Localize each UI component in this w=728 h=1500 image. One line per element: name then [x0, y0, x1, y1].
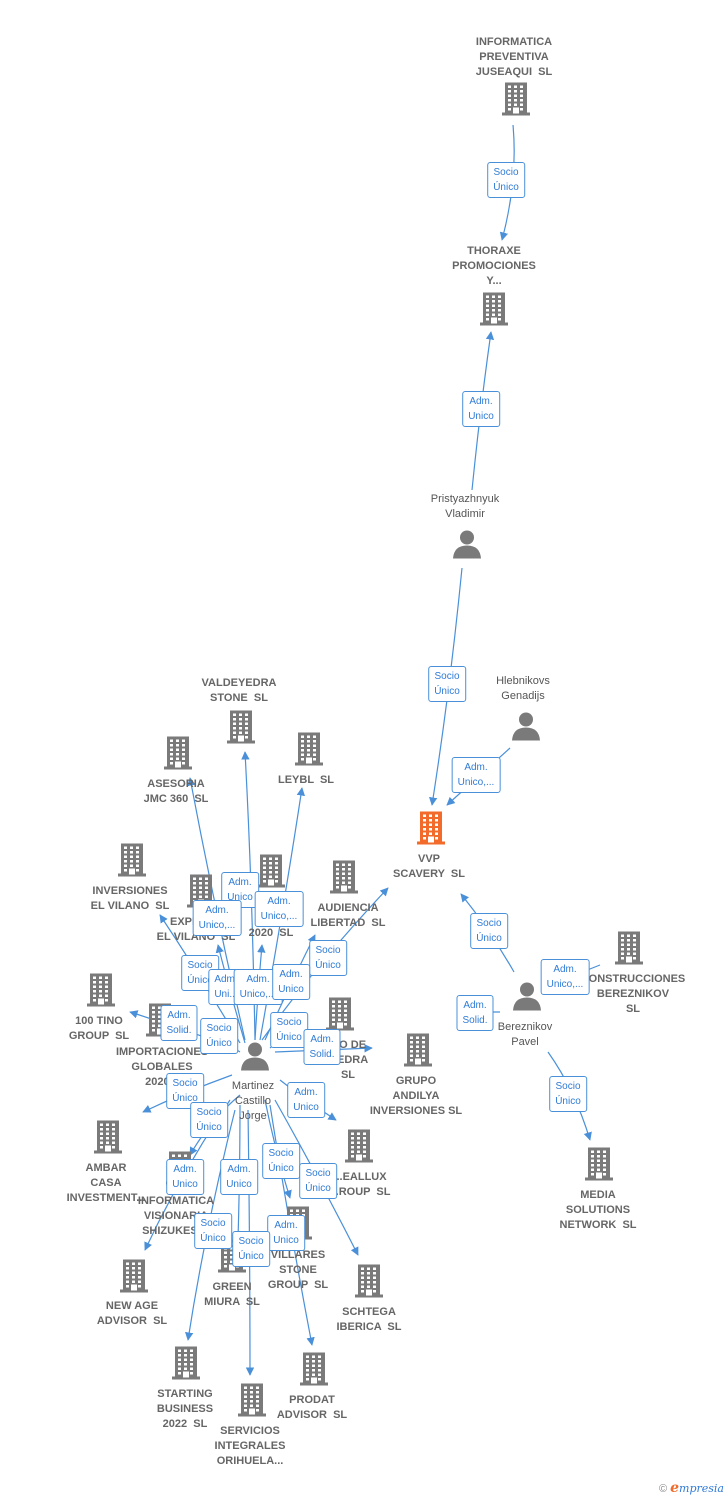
edge-relationship-label[interactable]: Socio Único [232, 1231, 270, 1267]
edge-relationship-label[interactable]: Socio Único [470, 913, 508, 949]
company-name-label[interactable]: SERVICIOS INTEGRALES ORIHUELA... [214, 1425, 286, 1467]
company-name-label[interactable]: ASESORIA JMC 360 SL [143, 778, 209, 805]
person-icon[interactable] [512, 981, 542, 1016]
company-building-icon[interactable] [614, 931, 644, 970]
person-icon[interactable] [240, 1041, 270, 1076]
company-building-icon[interactable] [329, 860, 359, 899]
company-name-label[interactable]: VALDEYEDRA STONE SL [201, 677, 277, 704]
company-name-label[interactable]: MEDIA SOLUTIONS NETWORK SL [559, 1189, 637, 1231]
person-name-label[interactable]: Martinez Castillo Jorge [231, 1080, 275, 1122]
edge-relationship-label[interactable]: Socio Único [549, 1076, 587, 1112]
edge-relationship-label[interactable]: Socio Único [194, 1213, 232, 1249]
company-name-label[interactable]: 2020 SL [248, 927, 294, 939]
company-name-label[interactable]: GRUPO ANDILYA INVERSIONES SL [369, 1075, 463, 1117]
company-name-label[interactable]: VVP SCAVERY SL [393, 853, 465, 880]
edge-relationship-label[interactable]: Adm. Unico [287, 1082, 325, 1118]
company-building-icon[interactable] [501, 82, 531, 121]
edge-relationship-label[interactable]: Adm. Unico [462, 391, 500, 427]
person-name-label[interactable]: Bereznikov Pavel [497, 1021, 553, 1048]
person-icon[interactable] [452, 529, 482, 564]
company-building-icon[interactable] [584, 1147, 614, 1186]
company-name-label[interactable]: INFORMATICA VISIONARIA SHIZUKESI... [137, 1195, 215, 1237]
edge-relationship-label[interactable]: Socio Único [262, 1143, 300, 1179]
edge-relationship-label[interactable]: Adm. Solid. [456, 995, 494, 1031]
company-name-label[interactable]: THORAXE PROMOCIONES Y... [452, 245, 536, 287]
company-building-icon[interactable] [403, 1033, 433, 1072]
edge-relationship-label[interactable]: Adm. Unico [272, 964, 310, 1000]
edge-relationship-label[interactable]: Adm. Unico [220, 1159, 258, 1195]
edge-relationship-label[interactable]: Socio Único [309, 940, 347, 976]
person-name-label[interactable]: Pristyazhnyuk Vladimir [430, 493, 500, 520]
edge-relationship-label[interactable]: Adm. Unico [166, 1159, 204, 1195]
brand-logo: empresia [670, 1480, 724, 1496]
company-building-icon[interactable] [344, 1129, 374, 1168]
company-building-icon[interactable] [119, 1259, 149, 1298]
company-name-label[interactable]: LEYBL SL [277, 774, 335, 786]
company-name-label[interactable]: NEW AGE ADVISOR SL [96, 1300, 168, 1327]
company-name-label[interactable]: AMBAR CASA INVESTMENT... [66, 1162, 146, 1204]
company-building-icon[interactable] [294, 732, 324, 771]
company-building-icon[interactable] [117, 843, 147, 882]
edge-relationship-label[interactable]: Adm. Solid. [160, 1005, 198, 1041]
company-building-icon[interactable] [479, 292, 509, 331]
person-name-label[interactable]: Hlebnikovs Genadijs [496, 675, 550, 702]
edge-relationship-label[interactable]: Socio Único [299, 1163, 337, 1199]
company-name-label[interactable]: GREEN MIURA SL [204, 1281, 260, 1308]
company-name-label[interactable]: AUDIENCIA LIBERTAD SL [310, 902, 386, 929]
footer-brand[interactable]: © empresia [659, 1480, 724, 1496]
company-name-label[interactable]: SCHTEGA IBERICA SL [336, 1306, 402, 1333]
company-name-label[interactable]: INVERSIONES EL VILANO SL [90, 885, 170, 912]
company-name-label[interactable]: CONSTRUCCIONES BEREZNIKOV SL [580, 973, 686, 1015]
copyright-symbol: © [658, 1483, 668, 1495]
company-name-label[interactable]: ...EALLUX ...ROUP SL [329, 1171, 391, 1198]
company-building-icon[interactable] [163, 736, 193, 775]
company-building-icon[interactable] [256, 854, 286, 893]
company-building-icon[interactable] [93, 1120, 123, 1159]
edge-relationship-label[interactable]: Socio Único [200, 1018, 238, 1054]
company-name-label[interactable]: VILLARES STONE GROUP SL [267, 1249, 329, 1291]
company-building-icon[interactable] [354, 1264, 384, 1303]
company-building-icon[interactable] [86, 973, 116, 1012]
company-name-label[interactable]: STARTING BUSINESS 2022 SL [156, 1388, 214, 1430]
focus-company-building-icon[interactable] [416, 811, 446, 850]
edge-relationship-label[interactable]: Adm. Unico [267, 1215, 305, 1251]
edge-relationship-label[interactable]: Socio Único [487, 162, 525, 198]
edge-relationship-label[interactable]: Socio Único [270, 1012, 308, 1048]
company-name-label[interactable]: PRODAT ADVISOR SL [276, 1394, 348, 1421]
person-icon[interactable] [511, 711, 541, 746]
edge-relationship-label[interactable]: Socio Único [428, 666, 466, 702]
edge-relationship-label[interactable]: Adm. Unico,... [540, 959, 590, 995]
edge-relationship-label[interactable]: Adm. Unico,... [451, 757, 501, 793]
edge-relationship-label[interactable]: Socio Único [190, 1102, 228, 1138]
company-building-icon[interactable] [226, 710, 256, 749]
company-name-label[interactable]: INFORMATICA PREVENTIVA JUSEAQUI SL [475, 36, 553, 78]
company-name-label[interactable]: 100 TINO GROUP SL [68, 1015, 130, 1042]
company-building-icon[interactable] [171, 1346, 201, 1385]
edge-relationship-label[interactable]: Adm. Unico,... [192, 900, 242, 936]
edge-relationship-label[interactable]: Adm. Unico,... [254, 891, 304, 927]
edge-relationship-label[interactable]: Adm. Solid. [303, 1029, 341, 1065]
company-building-icon[interactable] [325, 997, 355, 1036]
company-building-icon[interactable] [299, 1352, 329, 1391]
company-building-icon[interactable] [237, 1383, 267, 1422]
